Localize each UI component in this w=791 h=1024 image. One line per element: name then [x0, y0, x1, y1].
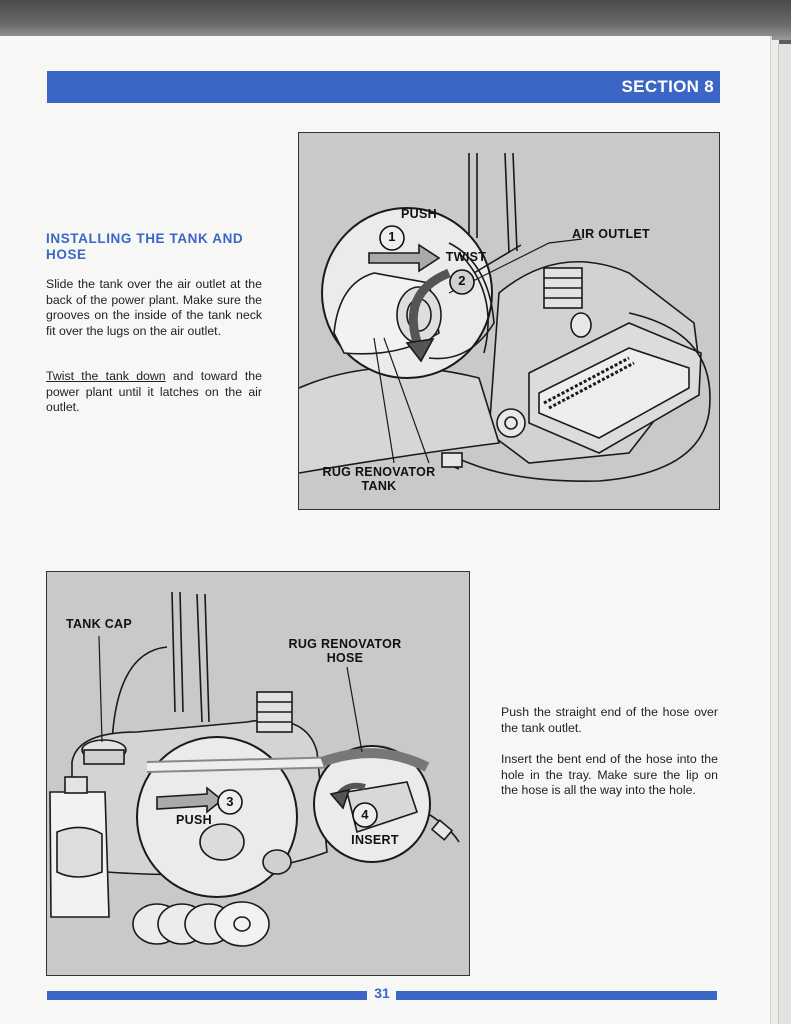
- instruction-paragraph: Slide the tank over the air outlet at th…: [46, 277, 262, 338]
- section-title: SECTION 8: [621, 77, 714, 96]
- section-header-bar: SECTION 8: [47, 71, 720, 103]
- instructions-heading: INSTALLING THE TANK AND HOSE: [46, 231, 244, 262]
- instruction-paragraph: Twist the tank down and toward the power…: [46, 369, 262, 416]
- instruction-paragraph: Insert the bent end of the hose into the…: [501, 752, 718, 798]
- page-edge: [770, 40, 779, 1024]
- twist-label: TWIST: [445, 250, 487, 264]
- hose-install-drawing: [49, 591, 460, 947]
- air-outlet-label: AIR OUTLET: [572, 227, 650, 241]
- underlined-instruction: Twist the tank down: [46, 369, 166, 383]
- step-1-number: 1: [388, 229, 396, 244]
- tank-cap-label: TANK CAP: [65, 617, 133, 631]
- hose-label-line1: RUG RENOVATOR: [288, 637, 402, 651]
- step-3-number: 3: [226, 794, 234, 809]
- tank-install-illustration: PUSH 1 TWIST 2 AIR OUTLET RUG RENOVATOR …: [298, 132, 720, 510]
- page-number: 31: [374, 985, 390, 1001]
- hose-install-illustration: TANK CAP RUG RENOVATOR HOSE 3 PUSH 4 INS…: [46, 571, 470, 976]
- tank-install-drawing: [299, 152, 711, 482]
- footer-rule: [47, 991, 367, 1000]
- instruction-paragraph: Push the straight end of the hose over t…: [501, 705, 718, 735]
- page-edge: [778, 44, 791, 1024]
- hose-label-line2: HOSE: [326, 651, 364, 665]
- tank-label-line2: TANK: [361, 479, 397, 493]
- scan-shadow: [0, 0, 791, 40]
- push-label: PUSH: [176, 813, 212, 827]
- push-label: PUSH: [401, 207, 437, 221]
- step-4-number: 4: [361, 807, 369, 822]
- tank-label-line1: RUG RENOVATOR: [322, 465, 436, 479]
- step-2-number: 2: [458, 273, 466, 288]
- footer-rule: [396, 991, 717, 1000]
- insert-label: INSERT: [351, 833, 399, 847]
- instruction-text: and toward the power plant until it latc…: [46, 369, 262, 415]
